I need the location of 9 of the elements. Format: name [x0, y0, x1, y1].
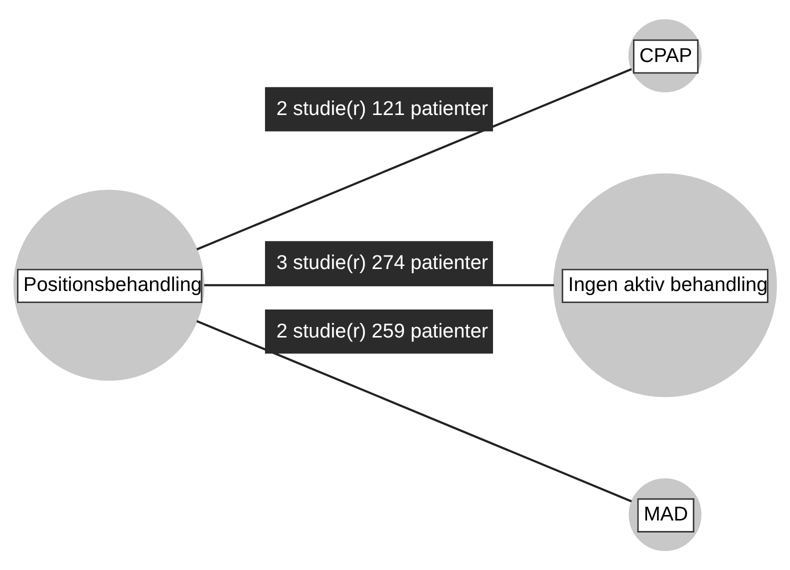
connector	[196, 68, 632, 250]
edge-label: 2 studie(r) 121 patienter	[276, 98, 488, 120]
edge-label: 2 studie(r) 259 patienter	[276, 320, 488, 343]
node-circle: Ingen aktiv behandling	[553, 173, 777, 398]
node-circle: MAD	[628, 478, 702, 552]
connector	[196, 320, 632, 502]
connector	[204, 284, 554, 286]
node-circle: CPAP	[628, 19, 702, 92]
edge-label: 3 studie(r) 274 patienter	[276, 252, 488, 274]
